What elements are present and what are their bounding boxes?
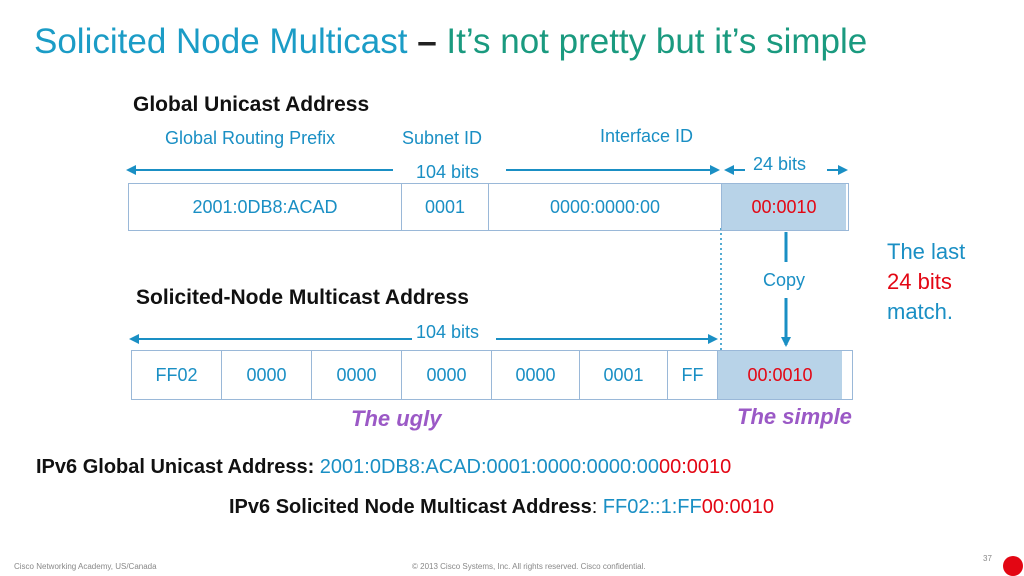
gua-summary-key: IPv6 Global Unicast Address: [36, 456, 315, 478]
snm-cell: 0000 [402, 351, 492, 399]
gua-104-bits-label: 104 bits [412, 162, 484, 183]
gua-cell-prefix: 2001:0DB8:ACAD [129, 184, 402, 230]
snm-address-box: FF02 0000 0000 0000 0000 0001 FF 00:0010 [131, 350, 853, 400]
label-interface-id: Interface ID [600, 126, 694, 146]
snm-summary-key: IPv6 Solicited Node Multicast Address [229, 496, 592, 518]
footer-left: Cisco Networking Academy, US/Canada [14, 562, 157, 571]
slide-title: Solicited Node Multicast – It’s not pret… [34, 22, 867, 62]
gua-cell-subnet: 0001 [402, 184, 489, 230]
gua-summary-prefix: 2001:0DB8:ACAD:0001:0000:0000:00 [314, 456, 659, 478]
gua-address-box: 2001:0DB8:ACAD 0001 0000:0000:00 00:0010 [128, 183, 849, 231]
snm-cell-last-24-bits: 00:0010 [718, 351, 842, 399]
note-line-3: match. [887, 299, 954, 324]
gua-summary-suffix: 00:0010 [658, 456, 732, 478]
snm-summary-suffix: 00:0010 [701, 496, 775, 518]
snm-cell: 0001 [580, 351, 668, 399]
snm-cell: 0000 [312, 351, 402, 399]
copy-label: Copy [763, 270, 806, 290]
match-note: The last 24 bits match. [887, 237, 965, 327]
note-line-2: 24 bits [887, 269, 952, 294]
snm-cell: FF02 [132, 351, 222, 399]
snm-summary-prefix: FF02::1:FF [597, 496, 702, 518]
snm-cell: 0000 [222, 351, 312, 399]
label-subnet-id: Subnet ID [402, 128, 483, 148]
note-line-1: The last [887, 239, 966, 264]
snm-summary-colon: : [591, 496, 598, 518]
gua-cell-last-24-bits: 00:0010 [722, 184, 846, 230]
footer-copyright: © 2013 Cisco Systems, Inc. All rights re… [412, 562, 646, 571]
title-dash: – [417, 22, 437, 61]
snm-summary-line: IPv6 Solicited Node Multicast Address: F… [229, 496, 774, 519]
the-ugly-label: The ugly [351, 406, 442, 431]
title-main: Solicited Node Multicast [34, 22, 418, 61]
page-number: 37 [983, 554, 992, 563]
brand-dot-icon [1003, 556, 1023, 576]
snm-heading: Solicited-Node Multicast Address [136, 286, 469, 309]
gua-summary-line: IPv6 Global Unicast Address: 2001:0DB8:A… [36, 456, 731, 479]
title-sub: It’s not pretty but it’s simple [436, 22, 868, 61]
gua-heading: Global Unicast Address [133, 93, 370, 116]
the-simple-label: The simple [737, 404, 852, 429]
snm-cell: 0000 [492, 351, 580, 399]
label-global-routing-prefix: Global Routing Prefix [165, 128, 336, 148]
gua-cell-interface: 0000:0000:00 [489, 184, 722, 230]
gua-24-bits-label: 24 bits [749, 154, 811, 175]
snm-cell-ff: FF [668, 351, 718, 399]
snm-104-bits-label: 104 bits [412, 322, 484, 343]
